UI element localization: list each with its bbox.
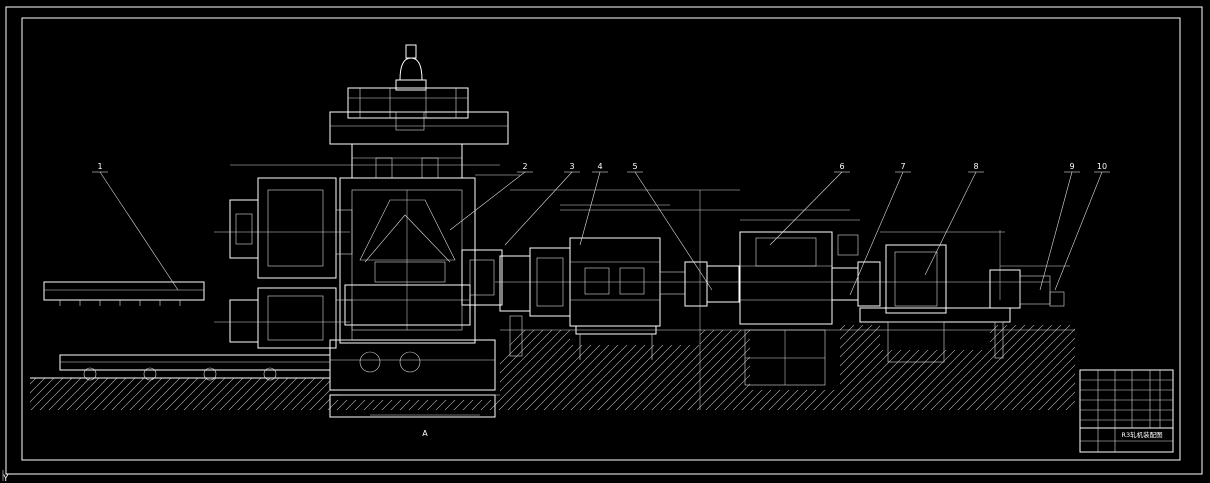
- main-motor: [859, 230, 1011, 363]
- callout-1: 1: [97, 162, 102, 171]
- title-block: R3轧机装配图: [1079, 369, 1174, 453]
- dimension-lines: [230, 164, 1070, 416]
- ucs-icon: Y: [2, 470, 9, 483]
- callout-10: 10: [1097, 162, 1107, 171]
- mill-stand: [329, 44, 520, 418]
- intermediate-shaft: [659, 190, 740, 410]
- callout-leaders: [92, 171, 1110, 296]
- left-roll-drives: [214, 177, 353, 349]
- motor-coupling: [831, 234, 881, 307]
- title-block-drawing-title: R3轧机装配图: [1121, 430, 1162, 439]
- callout-4: 4: [597, 162, 602, 171]
- drive-spindle: [495, 247, 1050, 357]
- foundation-hatching: [30, 325, 1075, 410]
- reduction-gearbox: [739, 231, 833, 386]
- tail-end-unit: [989, 269, 1065, 359]
- ucs-label: Y: [3, 474, 9, 483]
- callout-7: 7: [900, 162, 905, 171]
- pinion-stand: [560, 204, 670, 360]
- callout-8: 8: [973, 162, 978, 171]
- section-mark: A: [422, 429, 428, 438]
- callout-9: 9: [1069, 162, 1074, 171]
- callout-6: 6: [839, 162, 844, 171]
- callout-labels: 1 2 3 4 5 6 7 8 9 10 A: [97, 162, 1107, 438]
- callout-2: 2: [522, 162, 527, 171]
- entry-roller-table: [30, 281, 331, 381]
- callout-3: 3: [569, 162, 574, 171]
- callout-5: 5: [632, 162, 637, 171]
- drawing-frame: [5, 6, 1203, 475]
